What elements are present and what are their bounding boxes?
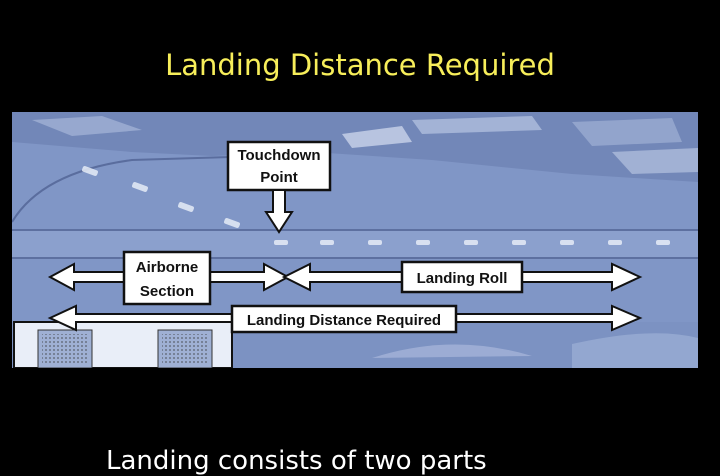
landing-roll-label: Landing Roll	[417, 270, 508, 287]
touchdown-label-line2: Point	[260, 169, 298, 186]
airborne-label-line1: Airborne	[136, 259, 199, 276]
bullet-text: Landing consists of two parts	[106, 446, 487, 476]
slide-title: Landing Distance Required	[165, 48, 555, 82]
runway-diagram: Touchdown Point Airborne Section Landing…	[12, 112, 698, 368]
airborne-label-line2: Section	[140, 283, 194, 300]
touchdown-point-callout: Touchdown Point	[226, 140, 332, 234]
ldr-box	[230, 304, 458, 334]
touchdown-label-line1: Touchdown	[237, 147, 320, 164]
airborne-section-box	[122, 250, 212, 306]
landing-roll-box	[400, 260, 524, 294]
ldr-label: Landing Distance Required	[247, 312, 441, 329]
runway-photo: Touchdown Point Airborne Section Landing…	[12, 112, 698, 368]
